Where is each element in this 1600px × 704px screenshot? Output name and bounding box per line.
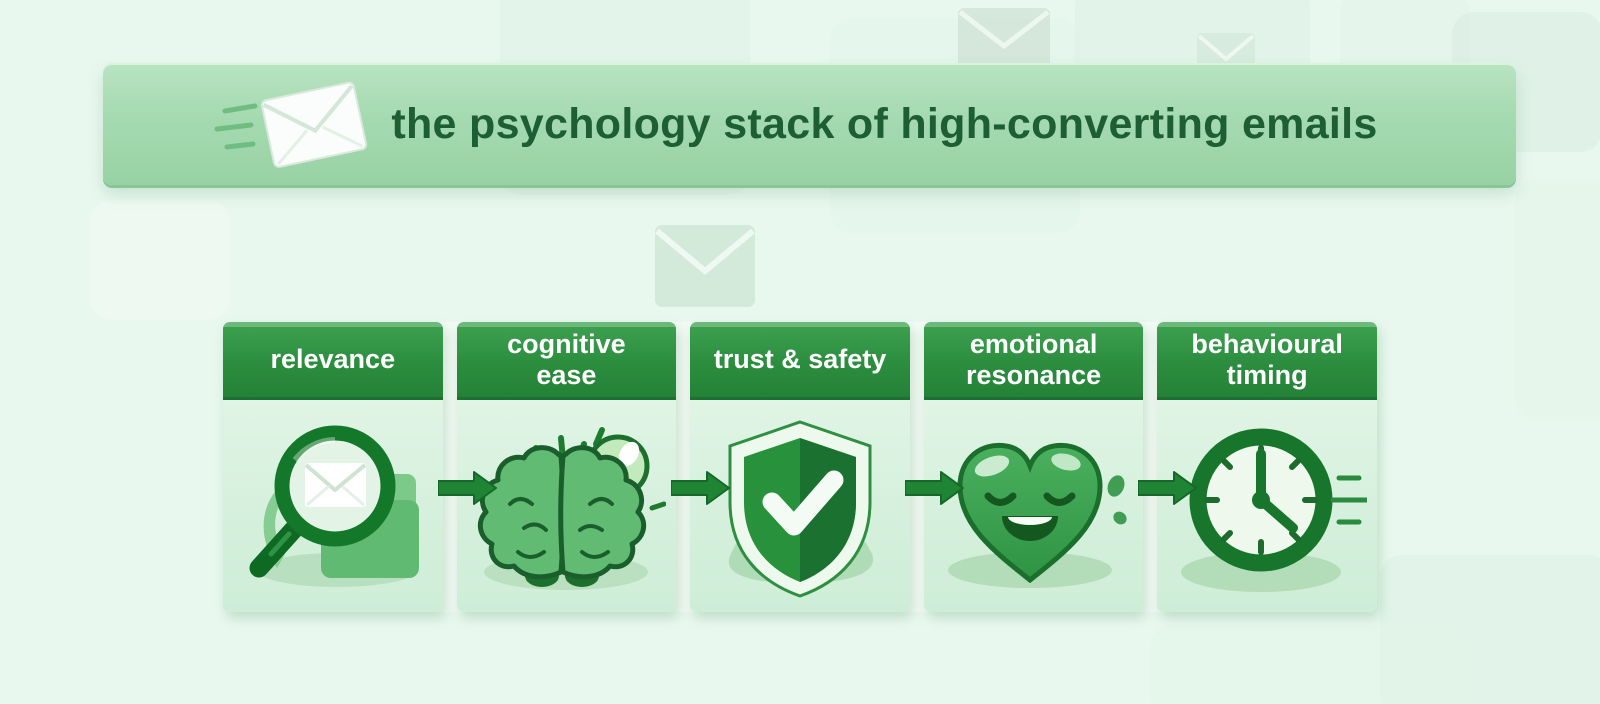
page-title: the psychology stack of high-converting … (103, 63, 1516, 185)
card-header: emotional resonance (923, 322, 1144, 400)
clock-speed-lines (1330, 475, 1368, 525)
card-relevance: relevance (223, 322, 443, 612)
arrow-right-icon (671, 471, 730, 505)
page-title-text: the psychology stack of high-converting … (391, 99, 1378, 148)
flying-envelope-icon (214, 81, 368, 168)
title-banner: the psychology stack of high-converting … (103, 63, 1516, 185)
smiling-heart-icon (947, 442, 1127, 588)
bg-envelope-icon (655, 225, 755, 307)
brain-folds (508, 497, 615, 559)
card-behavioural-timing: behavioural timing (1157, 322, 1377, 612)
brain-lightbulb-icon (478, 427, 667, 590)
card-body (1157, 400, 1377, 612)
card-body (690, 400, 910, 612)
bg-rounded-square (90, 200, 230, 320)
card-body (456, 400, 677, 612)
bg-envelope-icon (958, 8, 1050, 70)
magnifier-email-folder-icon (249, 425, 419, 587)
card-emotional-resonance: emotional resonance (923, 322, 1144, 612)
card-label: emotional resonance (966, 329, 1102, 390)
arrow-right-icon (905, 471, 964, 505)
card-label: behavioural timing (1191, 329, 1343, 390)
clock-ticks (1204, 445, 1319, 555)
card-label: relevance (270, 344, 396, 375)
speed-lines (214, 103, 258, 150)
psychology-stack: relevance (223, 322, 1377, 612)
card-label: trust & safety (713, 344, 887, 375)
card-header: relevance (223, 322, 443, 400)
card-header: cognitive ease (456, 322, 677, 400)
card-header: trust & safety (690, 322, 910, 400)
clock-icon (1181, 428, 1368, 592)
shield-checkmark-icon (728, 420, 874, 598)
card-trust-safety: trust & safety (690, 322, 910, 612)
bg-rounded-square (1150, 625, 1460, 704)
card-body (223, 400, 443, 612)
bg-rounded-square (1515, 180, 1600, 420)
card-label: cognitive ease (507, 329, 626, 390)
card-header: behavioural timing (1157, 322, 1377, 400)
arrow-right-icon (438, 471, 497, 505)
arrow-right-icon (1138, 471, 1197, 505)
card-body (923, 400, 1144, 612)
card-cognitive-ease: cognitive ease (456, 322, 677, 612)
